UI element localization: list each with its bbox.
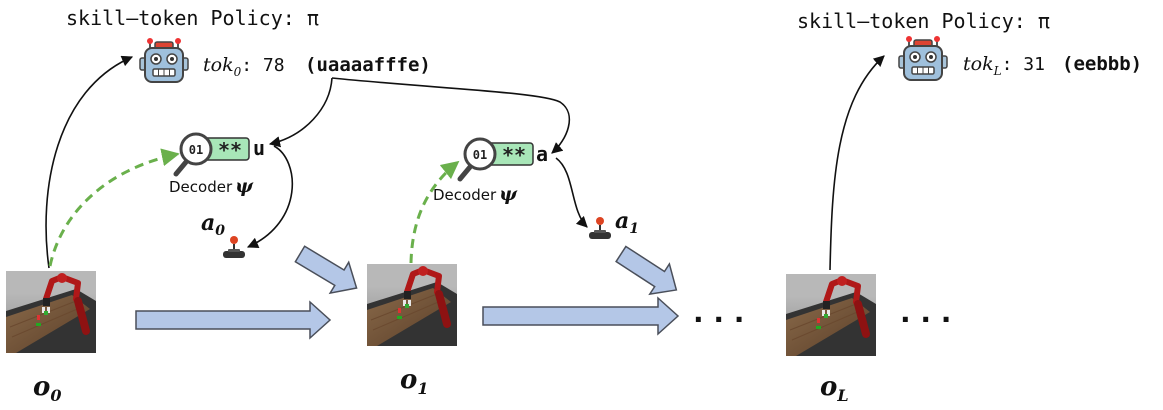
robot-icon xyxy=(139,37,189,83)
observation-oL: oL xyxy=(820,372,849,405)
decoder-badge-bits: 01 xyxy=(473,148,487,162)
decoder-badge-stars: ** xyxy=(502,143,526,167)
robot-arm-scene xyxy=(6,271,96,353)
joystick-icon xyxy=(588,216,612,240)
block-arrow-a0-o1 xyxy=(294,245,358,295)
block-arrow-a1-next xyxy=(615,245,678,296)
arrow-token-to-decoder0 xyxy=(268,77,333,148)
magnifier-icon xyxy=(173,132,250,177)
arrow-token-to-decoder1 xyxy=(331,77,571,154)
policy-title-right: skill–token Policy: π xyxy=(797,9,1050,33)
token-string-right: (eebbb) xyxy=(1062,53,1142,75)
robot-arm-scene xyxy=(786,274,876,356)
token-label-right: tokL: 31 xyxy=(963,53,1045,78)
decoder-token: a xyxy=(536,142,548,166)
block-arrow-o0-o1 xyxy=(135,300,332,340)
ellipsis-right: . . . xyxy=(900,296,951,329)
dashed-arrow-o0-to-decoder0 xyxy=(48,148,180,267)
action-a0: a0 xyxy=(201,210,225,239)
ellipsis-middle: . . . xyxy=(693,296,744,329)
decoder-badge-stars: ** xyxy=(218,138,242,162)
policy-title-left: skill–token Policy: π xyxy=(66,6,319,30)
observation-o1: o1 xyxy=(400,365,428,398)
arrow-decoder1-to-a1 xyxy=(555,157,588,228)
token-label-left: tok0: 78 xyxy=(203,54,285,79)
block-arrow-o1-next xyxy=(482,296,680,336)
robot-icon xyxy=(898,35,948,81)
dashed-arrow-o1-to-decoder1 xyxy=(409,160,460,264)
joystick-icon xyxy=(222,235,246,259)
arrow-o0-to-policy xyxy=(45,55,134,269)
decoder-badge-bits: 01 xyxy=(189,143,203,157)
magnifier-icon xyxy=(457,137,534,182)
arrow-oL-to-policy xyxy=(829,55,885,271)
arrow-decoder0-to-a0 xyxy=(246,145,294,248)
decoder-token: u xyxy=(253,136,265,160)
observation-o0: o0 xyxy=(33,372,61,405)
action-a1: a1 xyxy=(615,208,639,237)
robot-arm-scene xyxy=(367,264,457,346)
token-string-left: (uaaaafffe) xyxy=(305,54,431,76)
